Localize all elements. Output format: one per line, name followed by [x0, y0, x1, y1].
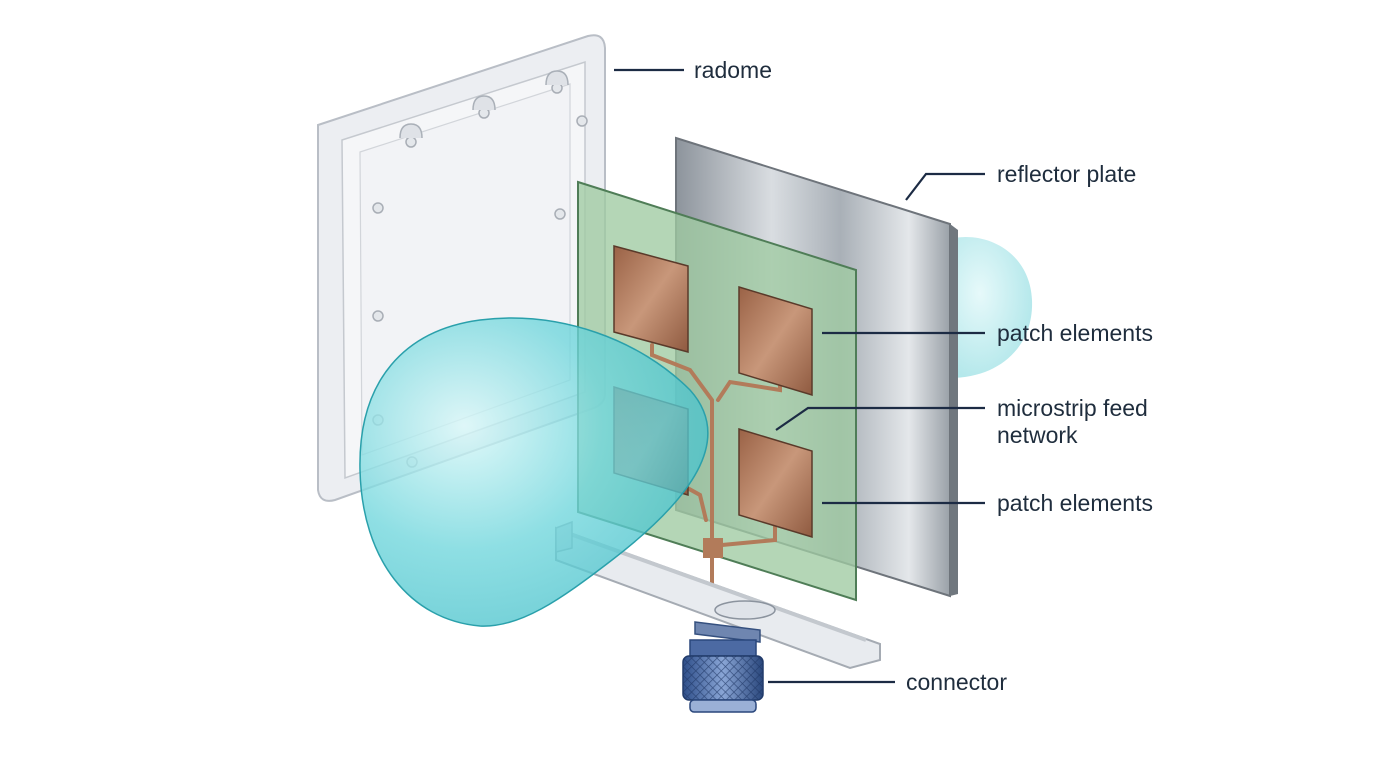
label-feed-network-line2: network	[997, 422, 1078, 448]
label-radome: radome	[694, 57, 772, 83]
n-type-connector	[682, 600, 776, 713]
feed-junction-pad	[703, 538, 723, 558]
label-patch-elements-lower: patch elements	[997, 490, 1153, 516]
label-connector: connector	[906, 669, 1007, 695]
label-patch-elements-upper: patch elements	[997, 320, 1153, 346]
main-radiation-lobe	[359, 317, 709, 627]
leader-lines	[614, 68, 985, 684]
label-feed-network-line1: microstrip feed	[997, 395, 1148, 421]
leader-reflector	[905, 172, 985, 201]
label-reflector-plate: reflector plate	[997, 161, 1136, 187]
leader-feed	[775, 406, 985, 431]
back-lobe	[945, 236, 1033, 378]
